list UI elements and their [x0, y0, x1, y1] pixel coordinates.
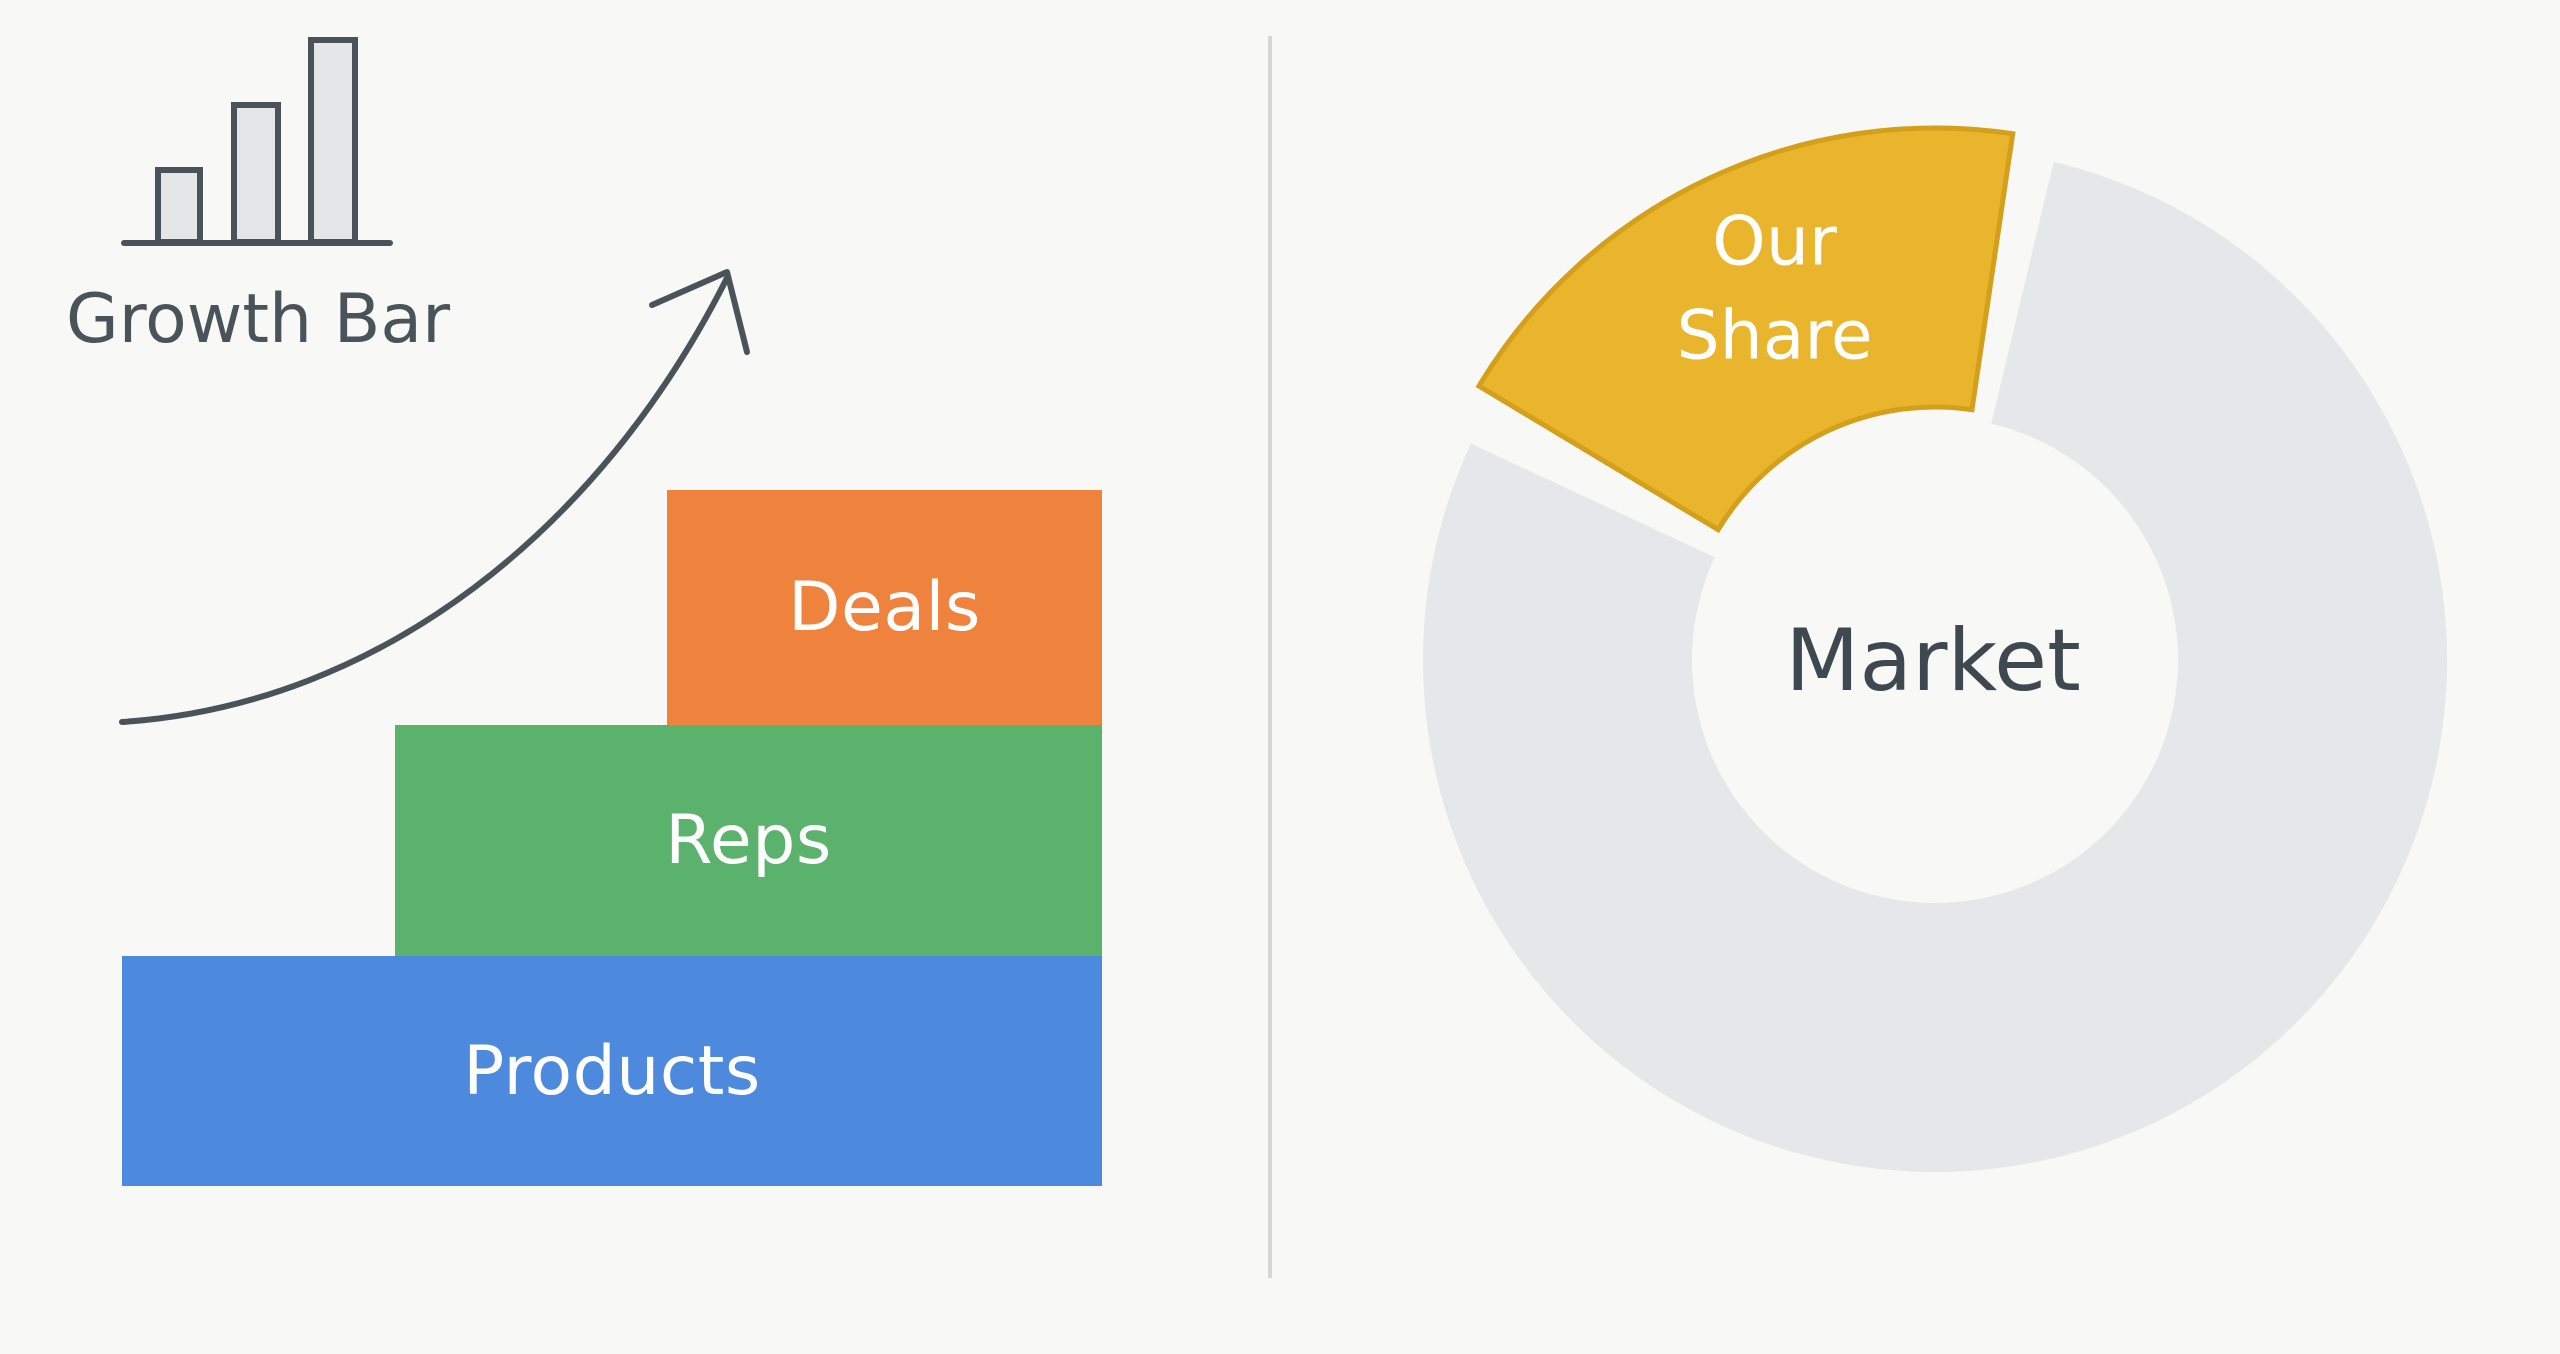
growth-graphics [119, 37, 750, 725]
stack-block-label: Deals [788, 568, 981, 647]
our-share-label-line2: Share [1676, 296, 1872, 375]
our-share-label-line1: Our [1712, 202, 1837, 281]
stack-block-reps: Reps [395, 725, 1102, 956]
stack-block-deals: Deals [667, 490, 1102, 725]
growth-bar-label: Growth Bar [66, 280, 451, 359]
stack-block-label: Products [463, 1031, 761, 1111]
trend-arrow-icon [119, 269, 750, 725]
stack-block-label: Reps [665, 801, 832, 880]
market-donut-base [1423, 161, 2447, 1173]
bar-chart-icon [121, 37, 393, 246]
growth-panel: Growth Bar Products Reps Deals [0, 0, 1268, 1354]
market-donut: Market Our Share [1423, 125, 2447, 1173]
market-center-label: Market [1785, 611, 2081, 711]
stack-block-products: Products [122, 956, 1102, 1186]
panel-divider [1268, 36, 1272, 1278]
market-panel: Market Our Share [1272, 0, 2560, 1354]
our-share-segment [1475, 125, 2016, 534]
